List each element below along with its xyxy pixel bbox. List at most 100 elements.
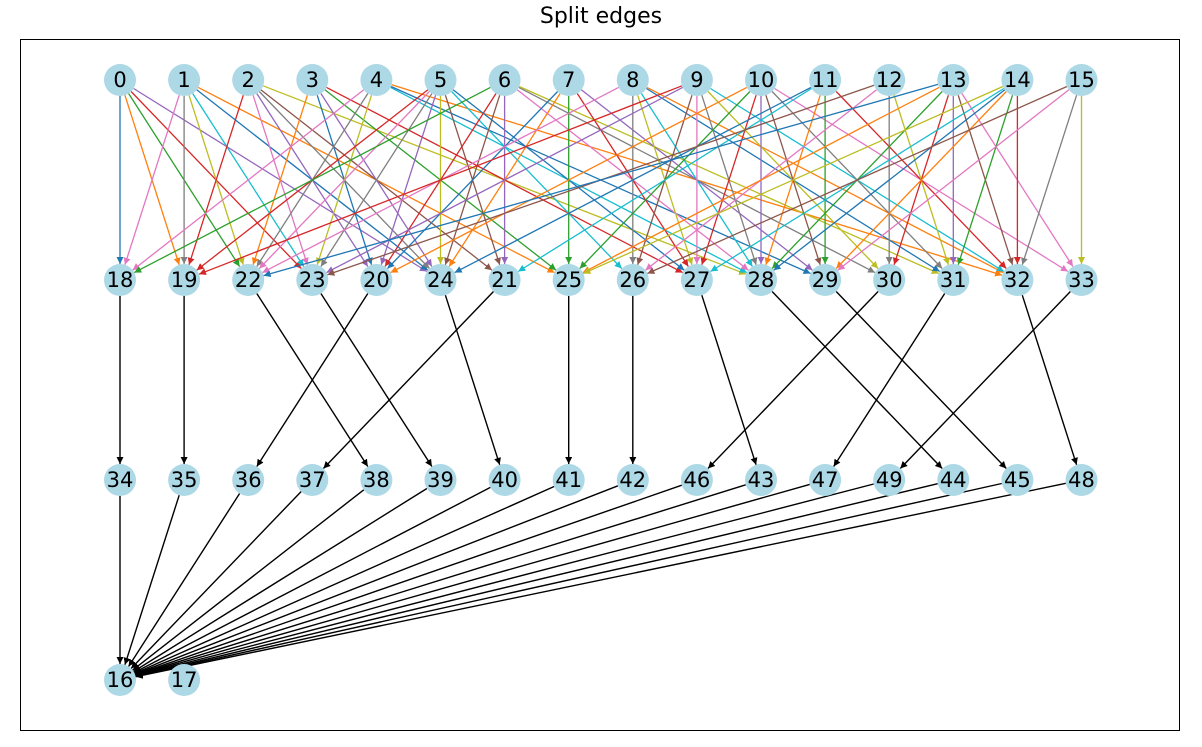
node-circle-0 xyxy=(104,64,136,96)
node-22: 22 xyxy=(232,264,265,296)
node-circle-16 xyxy=(104,664,136,696)
node-circle-43 xyxy=(745,464,777,496)
edge-32-48 xyxy=(1021,294,1078,466)
edge-40-16 xyxy=(133,486,491,674)
node-label-8: 8 xyxy=(626,68,639,92)
node-circle-3 xyxy=(296,64,329,96)
node-14: 14 xyxy=(1001,64,1034,96)
edge-23-39 xyxy=(320,293,433,467)
node-label-35: 35 xyxy=(171,468,198,492)
edge-30-46 xyxy=(707,291,879,469)
edge-10-27 xyxy=(700,95,757,265)
node-46: 46 xyxy=(680,464,713,496)
node-circle-49 xyxy=(873,464,906,496)
node-label-45: 45 xyxy=(1004,468,1031,492)
node-circle-44 xyxy=(937,464,970,496)
node-label-29: 29 xyxy=(812,268,839,292)
node-5: 5 xyxy=(424,64,457,96)
node-circle-22 xyxy=(232,264,265,296)
node-10: 10 xyxy=(745,64,777,96)
node-circle-1 xyxy=(168,64,201,96)
edge-36-16 xyxy=(128,493,241,667)
node-26: 26 xyxy=(616,264,649,296)
edge-4-18 xyxy=(132,89,365,271)
node-47: 47 xyxy=(809,464,842,496)
node-11: 11 xyxy=(809,64,842,96)
node-label-49: 49 xyxy=(876,468,903,492)
node-circle-6 xyxy=(488,64,521,96)
edge-5-26 xyxy=(451,91,623,269)
node-18: 18 xyxy=(104,264,136,296)
node-label-11: 11 xyxy=(812,68,839,92)
edge-29-45 xyxy=(835,291,1007,469)
node-label-4: 4 xyxy=(370,68,383,92)
node-12: 12 xyxy=(873,64,906,96)
edge-14-29 xyxy=(835,91,1007,269)
edge-28-44 xyxy=(771,291,943,469)
node-label-21: 21 xyxy=(491,268,518,292)
node-0: 0 xyxy=(104,64,136,96)
node-label-38: 38 xyxy=(363,468,390,492)
node-label-17: 17 xyxy=(171,668,198,692)
node-circle-41 xyxy=(552,464,585,496)
node-35: 35 xyxy=(168,464,201,496)
node-17: 17 xyxy=(168,664,201,696)
node-circle-42 xyxy=(616,464,649,496)
node-circle-4 xyxy=(360,64,393,96)
edge-5-23 xyxy=(320,93,433,267)
node-label-48: 48 xyxy=(1068,468,1095,492)
node-circle-29 xyxy=(809,264,842,296)
node-circle-9 xyxy=(680,64,713,96)
edge-35-16 xyxy=(123,494,180,666)
node-20: 20 xyxy=(360,264,393,296)
node-label-16: 16 xyxy=(107,668,134,692)
node-label-22: 22 xyxy=(235,268,262,292)
node-31: 31 xyxy=(937,264,970,296)
node-label-1: 1 xyxy=(177,68,190,92)
node-circle-45 xyxy=(1001,464,1034,496)
node-circle-7 xyxy=(552,64,585,96)
node-circle-35 xyxy=(168,464,201,496)
edge-31-47 xyxy=(833,293,946,467)
node-40: 40 xyxy=(488,464,521,496)
node-circle-36 xyxy=(232,464,265,496)
node-label-41: 41 xyxy=(555,468,582,492)
node-circle-38 xyxy=(360,464,393,496)
node-label-20: 20 xyxy=(363,268,390,292)
chart-title: Split edges xyxy=(539,4,663,29)
node-39: 39 xyxy=(424,464,457,496)
node-circle-8 xyxy=(616,64,649,96)
edge-9-23 xyxy=(326,86,683,274)
node-circle-31 xyxy=(937,264,970,296)
edge-13-25 xyxy=(582,86,940,274)
edge-27-43 xyxy=(701,294,758,466)
edges-layer xyxy=(116,83,1085,679)
node-circle-40 xyxy=(488,464,521,496)
node-label-47: 47 xyxy=(812,468,839,492)
node-circle-23 xyxy=(296,264,329,296)
edge-37-16 xyxy=(130,491,302,669)
edge-49-16 xyxy=(135,483,874,678)
node-label-25: 25 xyxy=(555,268,582,292)
node-label-36: 36 xyxy=(235,468,262,492)
node-circle-17 xyxy=(168,664,201,696)
node-34: 34 xyxy=(104,464,136,496)
node-circle-33 xyxy=(1065,264,1098,296)
node-label-18: 18 xyxy=(107,268,134,292)
node-43: 43 xyxy=(745,464,777,496)
node-9: 9 xyxy=(680,64,713,96)
node-label-7: 7 xyxy=(562,68,575,92)
edge-46-16 xyxy=(134,484,683,676)
node-circle-18 xyxy=(104,264,136,296)
node-label-44: 44 xyxy=(940,468,967,492)
node-label-15: 15 xyxy=(1068,68,1095,92)
node-label-23: 23 xyxy=(299,268,326,292)
edge-45-16 xyxy=(135,482,1002,679)
node-circle-15 xyxy=(1065,64,1098,96)
node-circle-12 xyxy=(873,64,906,96)
node-44: 44 xyxy=(937,464,970,496)
node-label-46: 46 xyxy=(684,468,711,492)
node-circle-46 xyxy=(680,464,713,496)
node-7: 7 xyxy=(552,64,585,96)
